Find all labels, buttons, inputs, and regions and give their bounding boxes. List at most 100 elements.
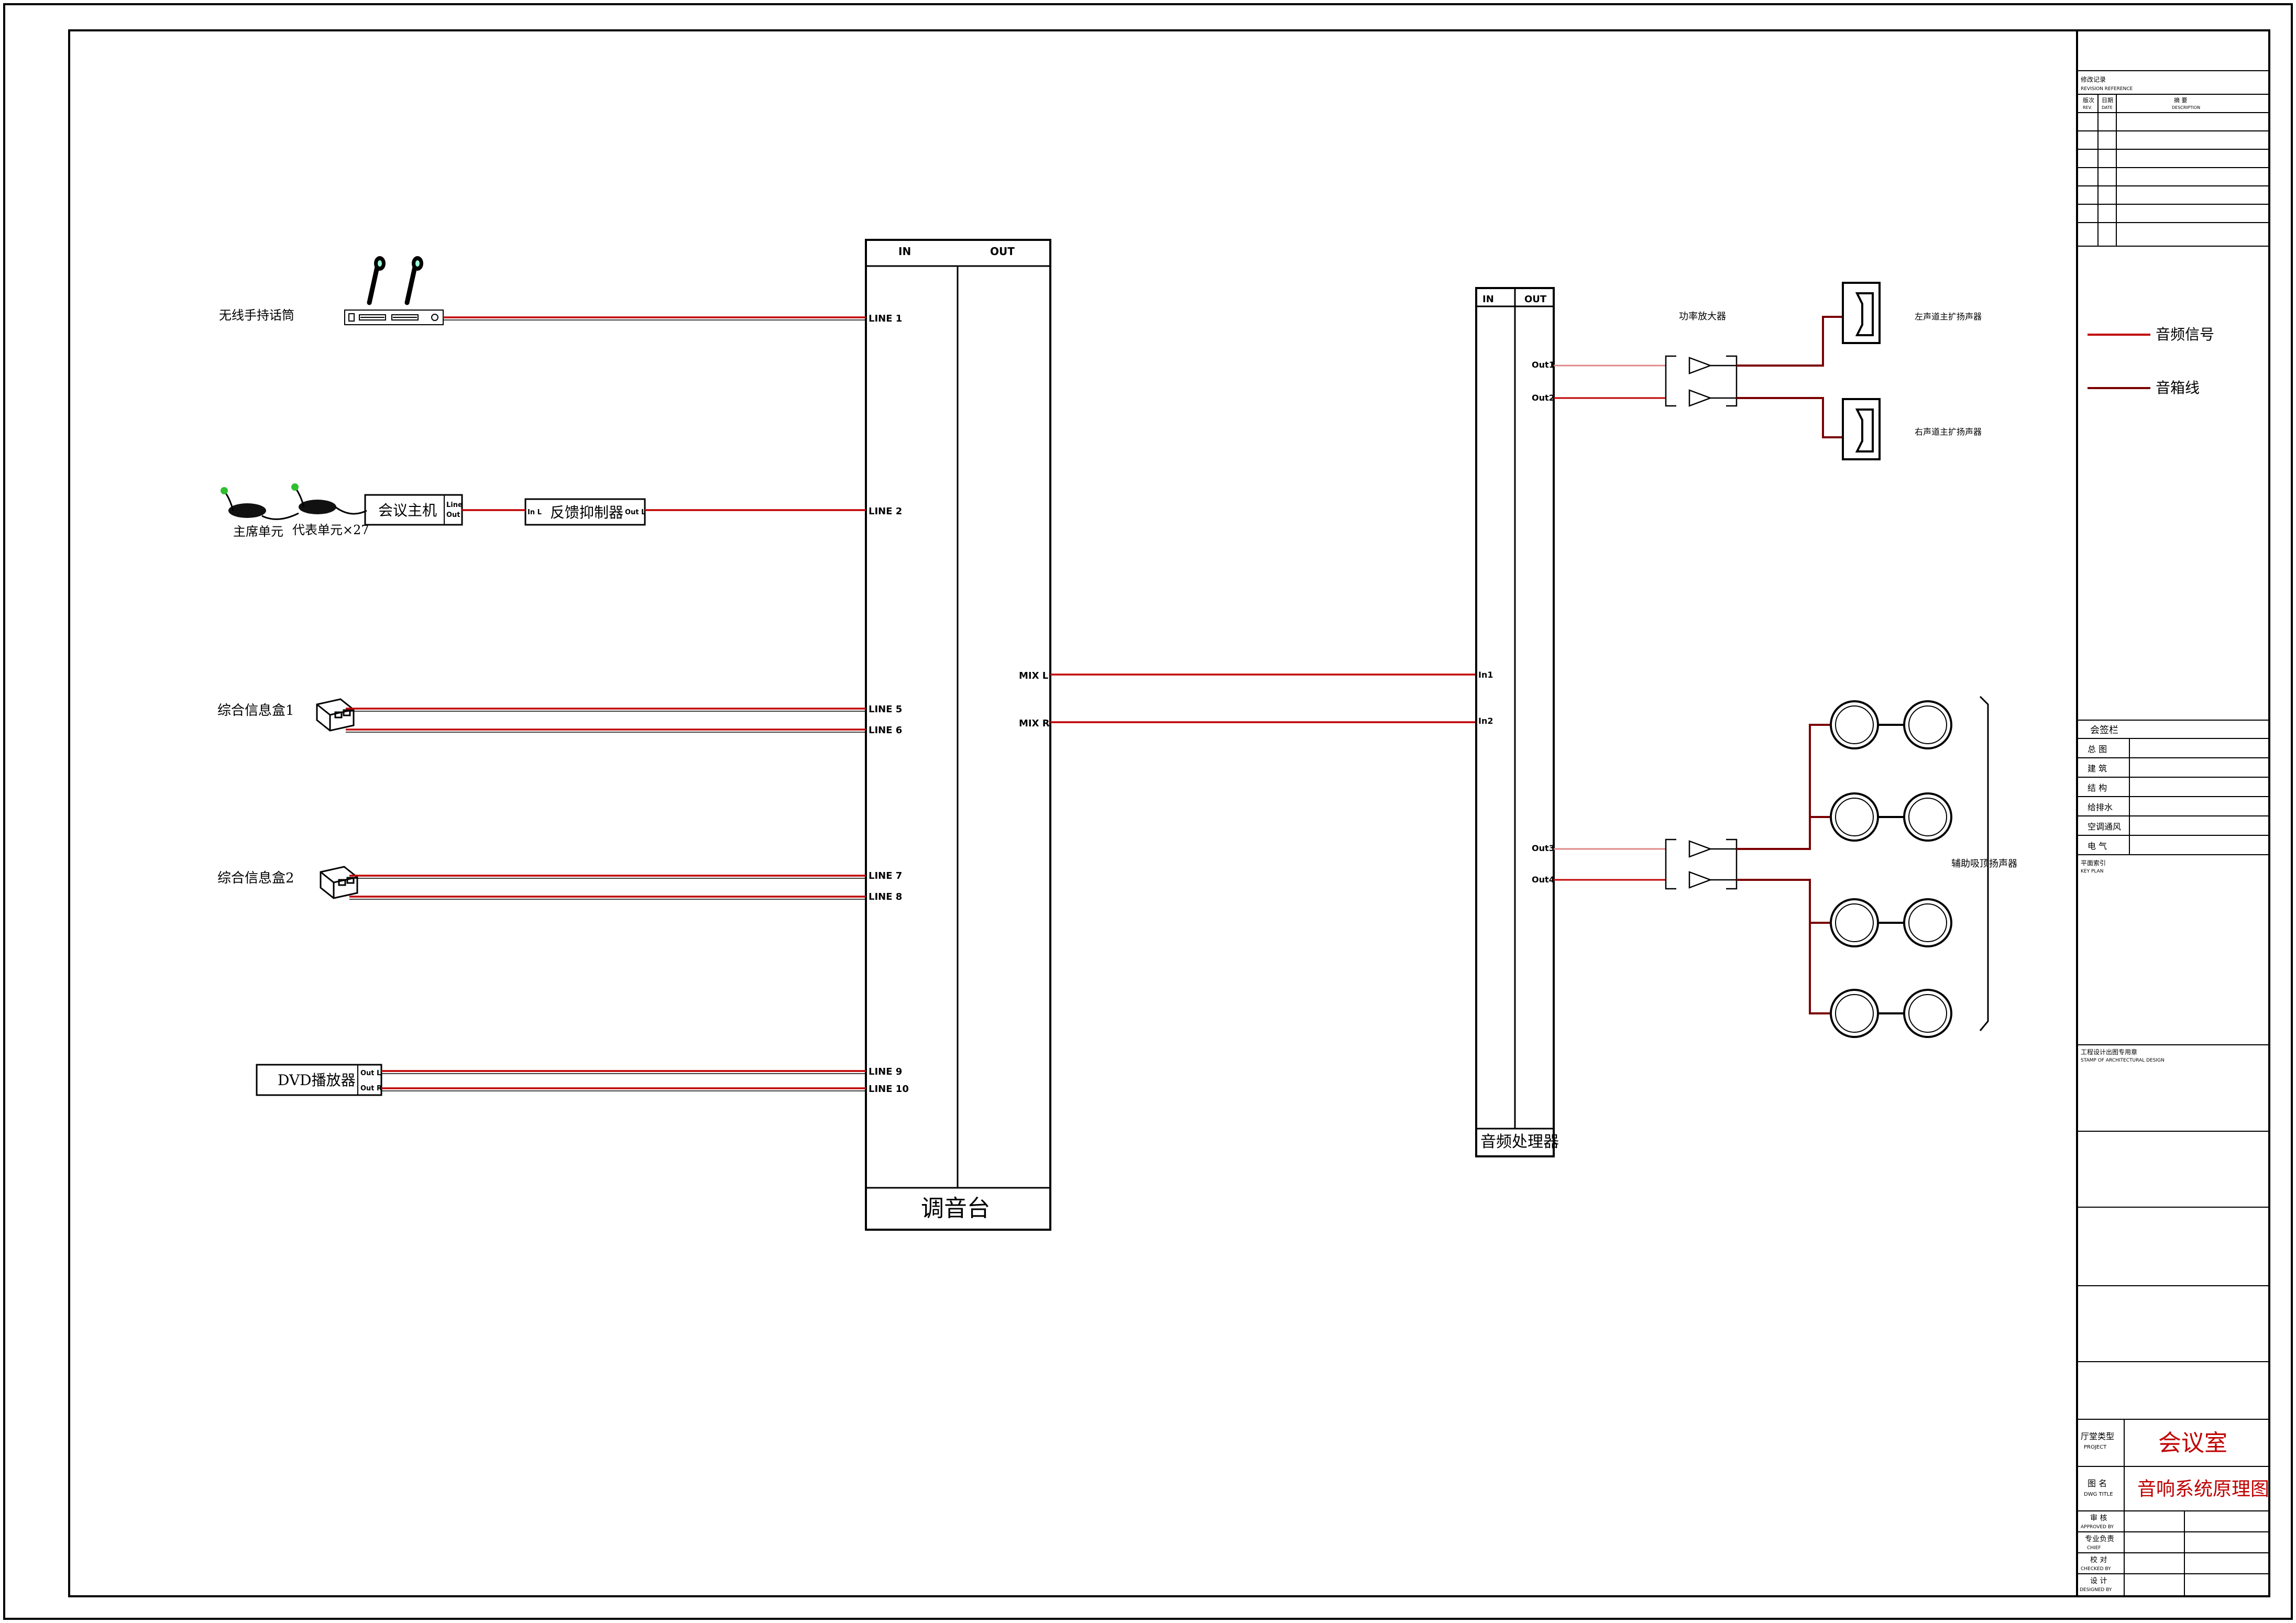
drawing-title-value: 音响系统原理图 (2137, 1478, 2269, 1500)
mixer-input-label: LINE 1 (869, 313, 902, 324)
project-label: 厅堂类型 (2081, 1431, 2114, 1441)
stamp-label: 工程设计出图专用章 (2081, 1048, 2137, 1056)
legend-signal-label: 音频信号 (2156, 326, 2214, 343)
ceiling-speaker-icon (1830, 792, 1879, 842)
dvd-player-box (256, 1064, 382, 1096)
sign-row: 总 图 (2088, 744, 2107, 754)
feedback-suppressor-in: In L (528, 509, 542, 516)
drawing-title-label: 图 名 (2088, 1478, 2107, 1488)
speaker-lines (1737, 316, 1843, 1014)
mixer-mix-l: MIX L (1019, 670, 1048, 681)
processor-out1: Out1 (1532, 360, 1555, 370)
power-amplifier-1 (1665, 355, 1738, 407)
stamp-label-en: STAMP OF ARCHITECTURAL DESIGN (2081, 1058, 2165, 1063)
rev-col-1-en: REV. (2083, 105, 2092, 110)
ceiling-speaker-icon (1903, 792, 1952, 842)
ceiling-speaker-label: 辅助吸顶扬声器 (1951, 858, 2017, 869)
rev-col-2: 日期 (2102, 97, 2113, 104)
dvd-out-r: Out R (360, 1085, 382, 1092)
dvd-player-label: DVD播放器 (278, 1072, 356, 1089)
processor-in1: In1 (1478, 670, 1493, 680)
rev-col-1: 版次 (2083, 96, 2094, 104)
audio-processor (1475, 287, 1555, 1157)
amplifier-label: 功率放大器 (1679, 311, 1726, 322)
approval-row-en: CHECKED BY (2081, 1566, 2111, 1572)
sign-row: 结 构 (2088, 783, 2107, 793)
outer-frame (3, 3, 2293, 1620)
conference-host-line: Line (446, 501, 463, 509)
unit-link-cable (261, 512, 299, 520)
processor-in-header: IN (1482, 294, 1494, 305)
ceiling-speaker-icon (1903, 989, 1952, 1038)
right-main-speaker-icon (1842, 398, 1881, 460)
project-value: 会议室 (2158, 1430, 2227, 1456)
rev-col-3-en: DESCRIPTION (2172, 105, 2200, 110)
drawing-title-label-en: DWG TITLE (2084, 1492, 2113, 1497)
approval-row-en: CHIEF (2087, 1545, 2101, 1551)
input-signal-lines (346, 316, 866, 1089)
inner-frame (68, 29, 2270, 1597)
feedback-suppressor-out: Out L (625, 509, 645, 516)
revision-title: 修改记录 (2081, 75, 2106, 83)
approval-row-en: DESIGNED BY (2080, 1587, 2112, 1593)
mixer-mix-r: MIX R (1019, 718, 1050, 729)
mixer-name: 调音台 (921, 1195, 990, 1222)
right-main-speaker-label: 右声道主扩扬声器 (1915, 427, 1982, 437)
approval-row: 专业负责 (2085, 1535, 2114, 1543)
rev-col-2-en: DATE (2102, 105, 2113, 110)
unit-host-cable (335, 506, 367, 515)
processor-out3: Out3 (1532, 843, 1555, 853)
approval-row-en: APPROVED BY (2081, 1525, 2114, 1530)
chair-unit-icon (221, 487, 266, 518)
mixer-input-label: LINE 8 (869, 891, 902, 902)
left-main-speaker-label: 左声道主扩扬声器 (1915, 312, 1982, 322)
processor-in2: In2 (1478, 716, 1493, 726)
mixer-input-label: LINE 10 (869, 1084, 909, 1095)
wireless-receiver-icon (344, 310, 444, 325)
processor-output-lines (1554, 365, 1666, 881)
processor-out4: Out4 (1532, 875, 1555, 885)
mixer-out-header: OUT (990, 245, 1015, 258)
chair-unit-label: 主席单元 (233, 524, 283, 539)
mix-output-lines (1050, 674, 1476, 723)
conference-host-out: Out (446, 511, 460, 519)
project-label-en: PROJECT (2084, 1444, 2107, 1450)
sign-row: 建 筑 (2088, 764, 2107, 774)
ceiling-speaker-icon (1903, 898, 1952, 947)
left-main-speaker-icon (1842, 282, 1881, 344)
mixer-input-label: LINE 9 (869, 1066, 902, 1077)
key-plan-label-en: KEY PLAN (2081, 869, 2103, 874)
rev-col-3: 摘 要 (2174, 96, 2188, 104)
sign-title: 会签栏 (2090, 725, 2118, 736)
info-box-2-icon (320, 866, 358, 899)
feedback-suppressor-box (524, 498, 646, 526)
input-line-shadows (346, 319, 866, 1091)
title-block (2076, 30, 2270, 1597)
wireless-mic-label: 无线手持话筒 (219, 308, 294, 323)
ceiling-speaker-links (1878, 724, 1904, 1014)
info-box-1-label: 综合信息盒1 (217, 703, 294, 719)
feedback-suppressor-label: 反馈抑制器 (550, 504, 623, 521)
processor-name: 音频处理器 (1480, 1133, 1559, 1151)
dvd-out-l: Out L (360, 1069, 381, 1077)
key-plan-label: 平面索引 (2081, 859, 2106, 867)
ceiling-speaker-icon (1830, 700, 1879, 749)
power-amplifier-2 (1665, 838, 1738, 890)
mixer-input-label: LINE 7 (869, 870, 902, 881)
approval-row: 设 计 (2090, 1577, 2107, 1585)
mixer-input-label: LINE 5 (869, 704, 902, 715)
delegate-unit-icon (291, 483, 336, 514)
ceiling-speaker-icon (1830, 989, 1879, 1038)
handheld-mic-icon (367, 256, 423, 305)
sign-row: 空调通风 (2088, 822, 2121, 832)
ceiling-speaker-bracket (1979, 695, 1989, 1031)
mixer-in-header: IN (898, 245, 911, 258)
sign-row: 给排水 (2088, 802, 2113, 812)
legend-speaker-label: 音箱线 (2156, 379, 2200, 396)
conference-host-label: 会议主机 (378, 502, 437, 519)
processor-out-header: OUT (1524, 294, 1547, 305)
approval-row: 校 对 (2090, 1555, 2107, 1564)
approval-row: 审 核 (2090, 1514, 2107, 1522)
ceiling-speakers (1830, 700, 1952, 1038)
